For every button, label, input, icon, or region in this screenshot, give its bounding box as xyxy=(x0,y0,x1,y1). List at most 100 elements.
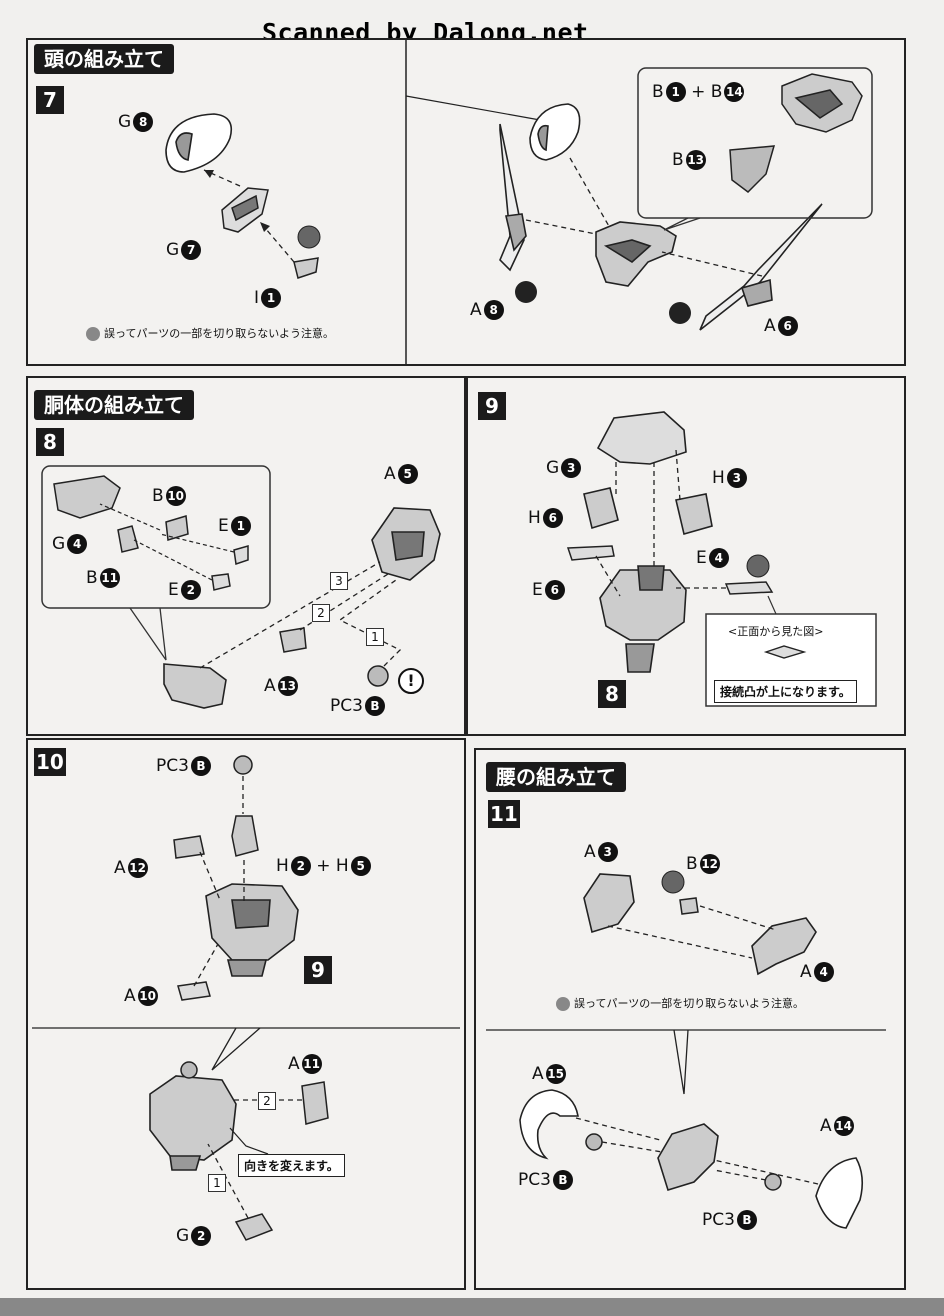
step-ref-9: 9 xyxy=(304,956,332,984)
part-a10 xyxy=(177,981,211,1001)
front-view-title: <正面から見た図> xyxy=(728,625,824,638)
seq-1: 1 xyxy=(366,628,384,646)
part-b13 xyxy=(729,145,776,193)
seq-2: 2 xyxy=(312,604,330,622)
step-number-9: 9 xyxy=(478,392,506,420)
turn-around-note: 向きを変えます。 xyxy=(238,1154,345,1177)
nipper-icon-right xyxy=(669,302,691,324)
part-i1 xyxy=(293,257,319,279)
front-view-note: 接続凸が上になります。 xyxy=(714,680,857,703)
inset-head-detail xyxy=(637,67,873,219)
part-b12 xyxy=(679,897,699,915)
part-b1-b14 xyxy=(781,73,863,133)
part-a13 xyxy=(279,627,307,653)
section-title-head: 頭の組み立て xyxy=(34,44,174,74)
part-g2 xyxy=(234,1213,274,1241)
caution-exclaim-icon: ! xyxy=(398,668,424,694)
part-g4 xyxy=(53,475,121,519)
part-head-core xyxy=(595,221,677,287)
panel-step-7 xyxy=(26,38,906,366)
part-e2 xyxy=(211,573,231,591)
inset-torso-detail xyxy=(41,465,271,609)
seq-3: 3 xyxy=(330,572,348,590)
part-e4 xyxy=(724,581,774,595)
part-g3 xyxy=(596,411,687,465)
part-torso-lower xyxy=(163,663,227,709)
part-a8-antenna xyxy=(499,123,527,272)
part-g7-face xyxy=(221,187,269,233)
step-number-7: 7 xyxy=(36,86,64,114)
seq-10-1: 1 xyxy=(208,1174,226,1192)
note-step-7-caution: 誤ってパーツの一部を切り取らないよう注意。 xyxy=(86,326,334,342)
part-a15 xyxy=(519,1089,579,1160)
part-pc3-top-ball xyxy=(180,1061,198,1079)
part-h3 xyxy=(675,493,713,535)
part-e6 xyxy=(566,545,615,561)
step-ref-8: 8 xyxy=(598,680,626,708)
step-number-8: 8 xyxy=(36,428,64,456)
part-e1 xyxy=(233,545,249,565)
part-h2-h5 xyxy=(231,815,259,857)
part-a4 xyxy=(751,917,817,976)
part-helmet-right xyxy=(529,103,581,161)
part-a11 xyxy=(301,1081,329,1125)
caution-icon xyxy=(556,997,570,1011)
caution-icon-cut-11 xyxy=(661,870,685,894)
part-a12 xyxy=(173,835,205,859)
part-torso-body xyxy=(599,565,687,673)
part-g8-helmet xyxy=(165,113,233,173)
part-a3 xyxy=(583,873,635,934)
caution-icon-cut-9 xyxy=(746,554,770,578)
part-b10 xyxy=(165,515,189,541)
part-pc3-ball-right xyxy=(764,1173,782,1191)
step-number-11: 11 xyxy=(488,800,520,828)
part-pc3-ball-left xyxy=(585,1133,603,1151)
part-waist-assembly xyxy=(657,1123,719,1191)
part-a14 xyxy=(815,1157,864,1229)
caution-icon xyxy=(86,327,100,341)
part-a5-torso xyxy=(371,507,441,581)
part-pc3-ball-10 xyxy=(233,755,253,775)
note-step-11-caution: 誤ってパーツの一部を切り取らないよう注意。 xyxy=(556,996,804,1012)
section-title-torso: 胴体の組み立て xyxy=(34,390,194,420)
part-torso-assembly xyxy=(205,883,299,977)
part-a6-antenna xyxy=(699,203,823,331)
caution-icon-cut xyxy=(297,225,321,249)
scan-bottom-edge xyxy=(0,1298,944,1316)
